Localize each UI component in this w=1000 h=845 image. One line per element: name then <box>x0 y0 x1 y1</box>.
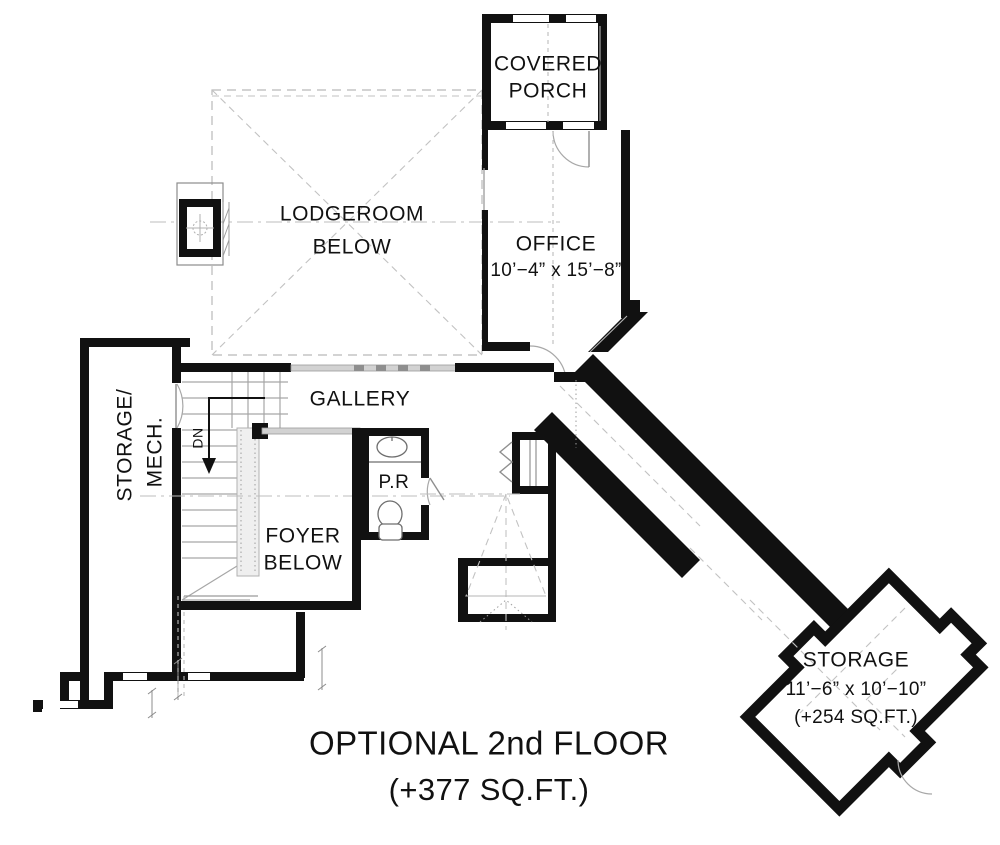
foyer-below-label-line2: BELOW <box>264 552 343 575</box>
center-closet-structure <box>420 432 556 630</box>
stair-direction-label: DN <box>190 427 206 448</box>
gallery-structure <box>181 363 554 372</box>
office-label: OFFICE <box>516 233 597 256</box>
foyer-below-label-line1: FOYER <box>265 525 340 548</box>
storage-interior-roof-lines <box>689 547 933 795</box>
covered-porch-structure <box>482 14 607 130</box>
foundation-outline <box>33 596 327 719</box>
gallery-label: GALLERY <box>310 388 411 411</box>
powder-room-label: P.R <box>378 472 409 493</box>
storage-area: (+254 SQ.FT.) <box>794 707 918 728</box>
chimney-structure <box>176 182 230 266</box>
lodgeroom-below-label-line1: LODGEROOM <box>280 203 424 226</box>
powder-room-structure <box>361 428 445 541</box>
storage-mech-label-line2: MECH. <box>144 417 167 488</box>
covered-porch-label-line2: PORCH <box>509 80 588 103</box>
storage-dimensions: 11’−6” x 10’−10” <box>786 679 927 700</box>
office-dimensions: 10’−4” x 15’−8” <box>490 260 621 281</box>
covered-porch-label-line1: COVERED <box>494 53 602 76</box>
stair-structure <box>140 372 510 601</box>
angled-breezeway-walls <box>534 312 852 631</box>
plan-title-line2: (+377 SQ.FT.) <box>389 772 590 807</box>
storage-mech-label-line1: STORAGE/ <box>114 389 137 502</box>
foyer-below-structure <box>181 427 361 610</box>
plan-title-line1: OPTIONAL 2nd FLOOR <box>309 725 669 762</box>
storage-label: STORAGE <box>803 649 910 672</box>
storage-structure <box>739 567 989 817</box>
lodgeroom-below-label-line2: BELOW <box>313 236 392 259</box>
